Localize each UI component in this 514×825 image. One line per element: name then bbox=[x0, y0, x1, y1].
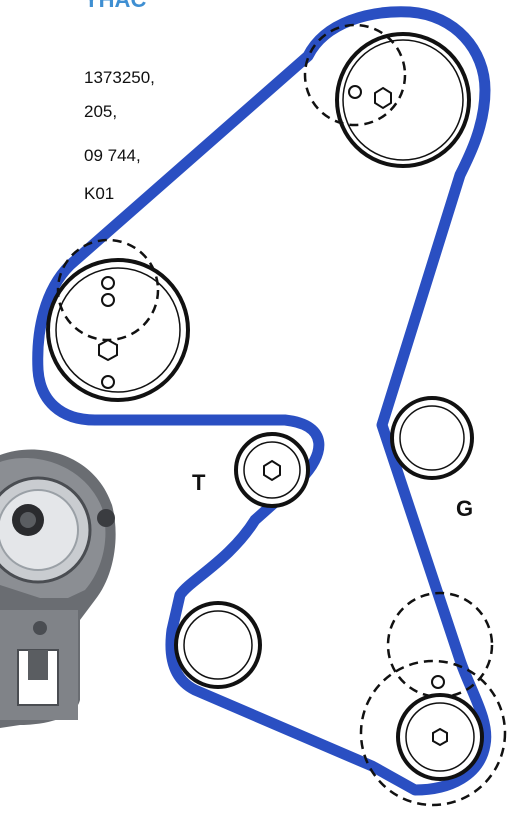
part-number-line-4: K01 bbox=[84, 184, 115, 203]
tensioner-label: T bbox=[192, 470, 206, 495]
part-number-line-1: 1373250, bbox=[84, 68, 155, 87]
guide-label: G bbox=[456, 496, 474, 521]
crankshaft-pulley bbox=[359, 591, 507, 807]
guide-pulley bbox=[390, 396, 474, 480]
tensioner-photo bbox=[0, 449, 116, 728]
camshaft-pulley-top bbox=[303, 23, 471, 168]
part-number-line-3: 09 744, bbox=[84, 146, 141, 165]
tensioner-pulley bbox=[234, 432, 310, 508]
part-number-line-2: 205, bbox=[84, 102, 118, 121]
timing-belt bbox=[32, 6, 492, 796]
lower-idler-pulley bbox=[174, 601, 262, 689]
camshaft-pulley-left bbox=[46, 238, 190, 402]
page-title-fragment: YHAC bbox=[84, 0, 146, 13]
